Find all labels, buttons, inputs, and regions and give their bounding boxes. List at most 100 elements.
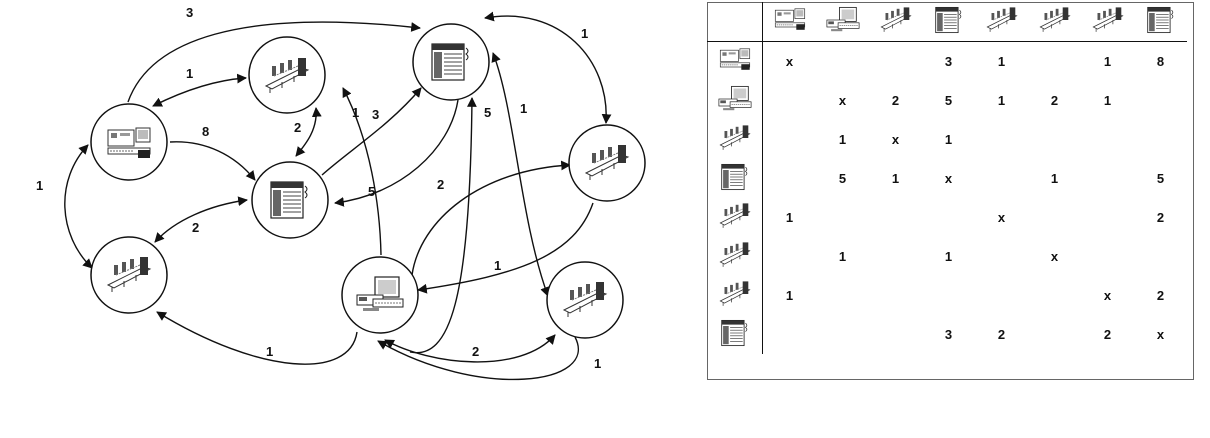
- matrix-cell: 1: [1050, 171, 1059, 186]
- matrix-cell: [763, 237, 817, 276]
- matrix-cell: [1081, 198, 1134, 237]
- edge-h-g: [377, 336, 579, 381]
- edge-g-f: [156, 311, 358, 365]
- matrix-column-header: [1081, 2, 1134, 42]
- edge-label: 1: [594, 356, 601, 371]
- edge-a-d: [169, 141, 256, 181]
- matrix-cell: 2: [891, 93, 900, 108]
- node-f: [90, 236, 168, 314]
- cabinet-terminal-icon: [720, 319, 747, 347]
- matrix-cell: [763, 159, 817, 198]
- node-b: [248, 36, 326, 114]
- matrix-column-header: [762, 2, 816, 42]
- matrix-cell: 2: [1156, 210, 1165, 225]
- matrix-cell: 1: [891, 171, 900, 186]
- matrix-cell: 5: [838, 171, 847, 186]
- node-g: [341, 256, 419, 334]
- matrix-row: 5 1 x 1 5: [707, 159, 1187, 198]
- matrix-cell: [1028, 276, 1081, 315]
- matrix-cell: 1: [997, 54, 1006, 69]
- network-graph: 3 1 8 1 2 3 5 2 1 1 5 1 2 1 1 2 1: [36, 5, 646, 381]
- edge-g-e: [411, 160, 571, 276]
- matrix-column-header: [975, 2, 1028, 42]
- edge-label: 2: [192, 220, 199, 235]
- matrix-cell: 1: [944, 249, 953, 264]
- edge-label: 2: [294, 120, 301, 135]
- edge-label: 2: [437, 177, 444, 192]
- assembly-line-icon: [1092, 7, 1123, 33]
- edge-c-e: [484, 11, 612, 124]
- matrix-cell: 1: [838, 249, 847, 264]
- matrix-cell: [1134, 120, 1187, 159]
- matrix-cell: [975, 159, 1028, 198]
- matrix-cell: x: [997, 210, 1006, 225]
- cabinet-terminal-icon: [431, 43, 469, 81]
- matrix-column-header: [1134, 2, 1187, 42]
- matrix-cell: [975, 120, 1028, 159]
- matrix-cell: x: [1103, 288, 1112, 303]
- matrix-cell: [763, 81, 817, 120]
- edge-label: 1: [352, 105, 359, 120]
- matrix-cell: 1: [997, 93, 1006, 108]
- matrix-cell: 2: [997, 327, 1006, 342]
- edge-label: 5: [368, 184, 375, 199]
- edge-label: 1: [494, 258, 501, 273]
- cabinet-terminal-icon: [270, 181, 308, 219]
- matrix-cell: x: [838, 93, 847, 108]
- edge-a-c: [127, 21, 421, 103]
- matrix-cell: 8: [1156, 54, 1165, 69]
- edges: [64, 11, 612, 381]
- matrix-cell: 1: [944, 132, 953, 147]
- matrix-cell: 1: [1103, 93, 1112, 108]
- edge-a-b: [152, 73, 247, 107]
- server-with-monitor-icon: [719, 48, 750, 71]
- matrix-cell: x: [891, 132, 900, 147]
- matrix-header-row: [707, 2, 1187, 42]
- matrix-cell: [1028, 198, 1081, 237]
- edge-c-h: [491, 52, 550, 297]
- matrix-cell: 2: [1156, 288, 1165, 303]
- matrix-cell: 1: [785, 288, 794, 303]
- assembly-line-icon: [719, 281, 750, 307]
- edge-e-g: [417, 202, 594, 294]
- matrix-cell: [975, 276, 1028, 315]
- matrix-cell: [1134, 237, 1187, 276]
- matrix-row: 1 x 1: [707, 120, 1187, 159]
- matrix-cell: [763, 120, 817, 159]
- edge-label: 5: [484, 105, 491, 120]
- matrix-cell: 5: [944, 93, 953, 108]
- matrix-cell: 5: [1156, 171, 1165, 186]
- matrix-cell: [869, 276, 922, 315]
- matrix-cell: [922, 198, 975, 237]
- matrix-row-header: [707, 120, 763, 159]
- matrix-cell: x: [785, 54, 794, 69]
- node-d: [251, 161, 329, 239]
- matrix-row-header: [707, 81, 763, 120]
- matrix-cell: 1: [838, 132, 847, 147]
- matrix-column-header: [922, 2, 975, 42]
- matrix-cell: 1: [785, 210, 794, 225]
- assembly-line-icon: [986, 7, 1017, 33]
- matrix-cell: x: [944, 171, 953, 186]
- matrix-row: 1 x 2: [707, 198, 1187, 237]
- matrix-cell: [816, 276, 869, 315]
- matrix-cell: 2: [1103, 327, 1112, 342]
- matrix-cell: [922, 276, 975, 315]
- matrix-cell: [869, 237, 922, 276]
- node-e: [568, 124, 646, 202]
- matrix-cell: 2: [1050, 93, 1059, 108]
- matrix-row-header: [707, 315, 763, 354]
- assembly-line-icon: [719, 242, 750, 268]
- matrix-cell: [1028, 315, 1081, 354]
- matrix-cell: [1028, 120, 1081, 159]
- matrix-row-header: [707, 198, 763, 237]
- edge-labels: 3 1 8 1 2 3 5 2 1 1 5 1 2 1 1 2 1: [36, 5, 601, 371]
- cabinet-terminal-icon: [1146, 6, 1173, 34]
- node-h: [546, 261, 624, 339]
- matrix-cell: x: [1050, 249, 1059, 264]
- edge-label: 1: [581, 26, 588, 41]
- edge-a-f: [64, 144, 93, 269]
